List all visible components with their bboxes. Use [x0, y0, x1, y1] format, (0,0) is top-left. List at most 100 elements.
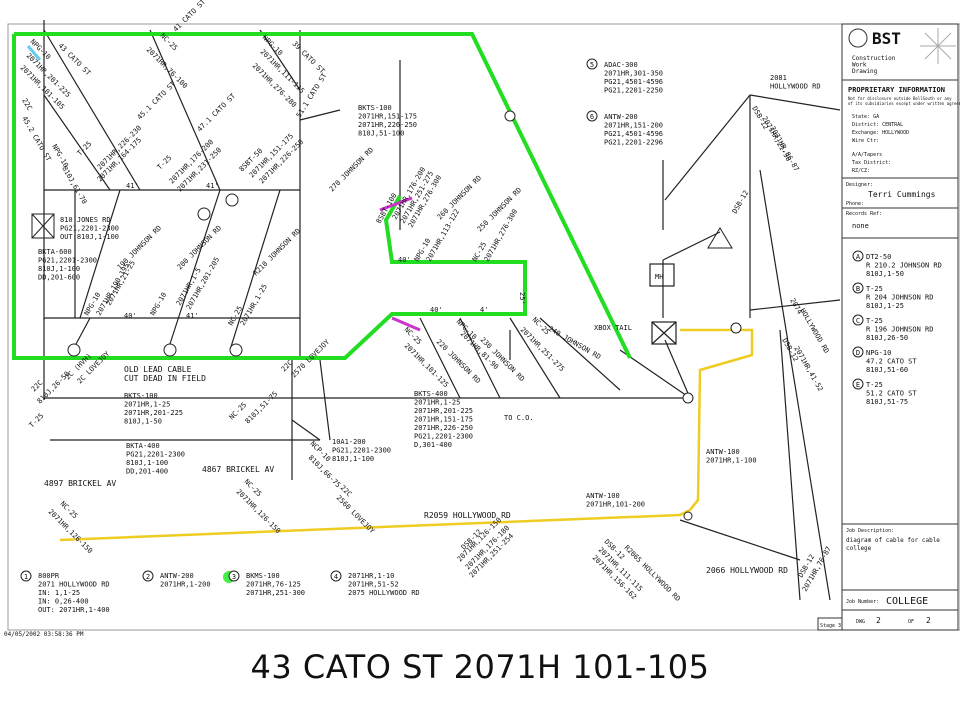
rotated-label: 250 JOHNSON RD: [476, 186, 523, 233]
bottom-legend-4: [330, 570, 342, 582]
top-legend-text: PG21,2201-2296: [604, 139, 663, 147]
top-legend-5-num: 5: [590, 61, 594, 69]
bottom-legend-1: [20, 570, 32, 582]
right-legend-text: 810J,51-60: [866, 366, 908, 374]
tb-dwg-label: DWG: [856, 619, 865, 625]
bottom-legend-text: 2071HR,1-10: [348, 572, 394, 580]
tb-location: Exchange: HOLLYWOOD: [852, 130, 909, 136]
rotated-label: 2071HR,86-87: [768, 125, 800, 173]
top-legend-text: 2071HR,151-200: [604, 122, 663, 130]
label-bkts-100-left: 2071HR,1-25: [124, 401, 170, 409]
tb-location: Wire Ctr:: [852, 138, 879, 144]
tb-job-desc: college: [846, 545, 872, 552]
rotated-label: 22C: [20, 97, 33, 112]
label-mh: MH: [655, 273, 663, 281]
right-legend-text: R 196 JOHNSON RD: [866, 326, 933, 334]
label-2081-hollywood: 2081: [770, 74, 787, 82]
label-timestamp: 04/05/2002 03:58:36 PM: [4, 631, 84, 638]
label-old-lead-cable: CUT DEAD IN FIELD: [124, 374, 206, 383]
rotated-label: 47.1 CATO ST: [196, 91, 238, 133]
triangle-marker: [707, 227, 733, 249]
xbox-terminal: [651, 321, 677, 345]
label-bkts-100-left: 2071HR,201-225: [124, 409, 183, 417]
rotated-label: T-25: [76, 140, 94, 158]
label-jones-rd: OUT:810J,1-100: [60, 233, 119, 241]
right-legend-text: T-25: [866, 285, 883, 293]
rotated-label: DSB-12: [731, 189, 751, 215]
manhole: [649, 263, 675, 287]
rotated-label: HOLLYWOOD RD: [798, 307, 830, 355]
start-mark: [26, 45, 42, 61]
label-bkts-100-top: 2071HR,226-250: [358, 121, 417, 129]
tb-records: none: [852, 222, 869, 230]
right-legend-text: 51.2 CATO ST: [866, 390, 917, 398]
right-legend-text: 47.2 CATO ST: [866, 358, 917, 366]
slide-caption: 43 CATO ST 2071H 101-105: [250, 648, 710, 686]
tb-of: 2: [926, 616, 931, 625]
label-bkts-400: PG21,2201-2300: [414, 433, 473, 441]
rotated-label: 39 CATO ST: [291, 40, 327, 76]
top-legend-text: 2071HR,301-350: [604, 70, 663, 78]
bst-logo-icon: [848, 28, 868, 48]
bottom-legend-3-num: 3: [232, 573, 236, 581]
tb-subtitle: Drawing: [852, 68, 878, 75]
tb-records-label: Records Ref:: [846, 211, 882, 217]
top-legend-text: PG21,2201-2250: [604, 87, 663, 95]
rotated-label: R210 JOHNSON RD: [252, 227, 302, 277]
top-legend-text: PG21,4501-4596: [604, 78, 663, 86]
label-antw-100-b: 2071HR,101-200: [586, 501, 645, 509]
bottom-legend-3: [228, 570, 240, 582]
tb-dwg: 2: [876, 616, 881, 625]
label-bkts-400: 2071HR,201-225: [414, 407, 473, 415]
tb-meta: RZ/CZ:: [852, 168, 870, 174]
tb-designer: Terri Cummings: [868, 190, 936, 199]
rotated-label: NPG-10: [149, 291, 169, 317]
rotated-label: 45.1 CATO ST: [136, 79, 178, 121]
label-to-co: TO C.O.: [504, 414, 534, 422]
rotated-label: 22C: [30, 379, 45, 394]
label-25ft: 25': [518, 292, 526, 305]
bottom-legend-text: 2071 HOLLYWOOD RD: [38, 581, 110, 589]
magenta-marks: [379, 196, 421, 332]
tb-meta: A/A/Tapers: [852, 152, 882, 158]
label-41ft: 41': [126, 182, 139, 190]
green-route: [12, 32, 632, 360]
label-bkta-600: 810J,1-100: [38, 265, 80, 273]
bottom-legend-text: IN: 1,1-25: [38, 589, 80, 597]
bottom-legend-text: 800PR: [38, 572, 60, 580]
label-antw-100-b: ANTW-100: [586, 492, 620, 500]
bottom-legend-1-num: 1: [24, 573, 28, 581]
bottom-legend-text: OUT: 2071HR,1-400: [38, 606, 110, 614]
right-legend-A: [852, 250, 864, 262]
right-legend-text: T-25: [866, 381, 883, 389]
right-legend-text: T-25: [866, 317, 883, 325]
label-bkta-400: BKTA-400: [126, 442, 160, 450]
label-bkts-100-top: 810J,51-100: [358, 130, 404, 138]
tb-job-desc-label: Job Description:: [846, 528, 894, 534]
cable-diagram: BKTS-1002071HR,151-1752071HR,226-250810J…: [4, 0, 960, 638]
top-legend-text: ADAC-300: [604, 61, 638, 69]
label-bkts-400: 2071HR,151-175: [414, 416, 473, 424]
label-40ft: 40': [430, 306, 443, 314]
rotated-label: 810J,51-75: [244, 390, 279, 425]
label-2066-hollywood: 2066 HOLLYWOOD RD: [706, 566, 788, 575]
node-circles: [67, 110, 742, 521]
bottom-legend-text: BKMS-100: [246, 572, 280, 580]
right-legend-text: 810J,26-50: [866, 334, 908, 342]
right-legend-E-num: E: [856, 381, 860, 389]
label-xbox-tail: XBOX TAIL: [594, 324, 632, 332]
tb-of-label: OF: [908, 619, 914, 625]
label-41ft: 41': [206, 182, 219, 190]
label-bkts-400: BKTS-400: [414, 390, 448, 398]
label-bkts-100-top: 2071HR,151-175: [358, 113, 417, 121]
right-legend-text: 810J,51-75: [866, 398, 908, 406]
label-bkta-400: DD,201-400: [126, 468, 168, 476]
label-old-lead-cable: OLD LEAD CABLE: [124, 365, 192, 374]
rotated-label: 41 CATO ST: [172, 0, 208, 33]
label-antw-100-a: 2071HR,1-100: [706, 457, 757, 465]
bottom-legend-2: [142, 570, 154, 582]
right-legend-text: R 210.2 JOHNSON RD: [866, 262, 942, 270]
right-legend-text: R 204 JOHNSON RD: [866, 294, 933, 302]
tb-stage: Stage 3: [820, 623, 841, 629]
bottom-legend-4-num: 4: [334, 573, 338, 581]
